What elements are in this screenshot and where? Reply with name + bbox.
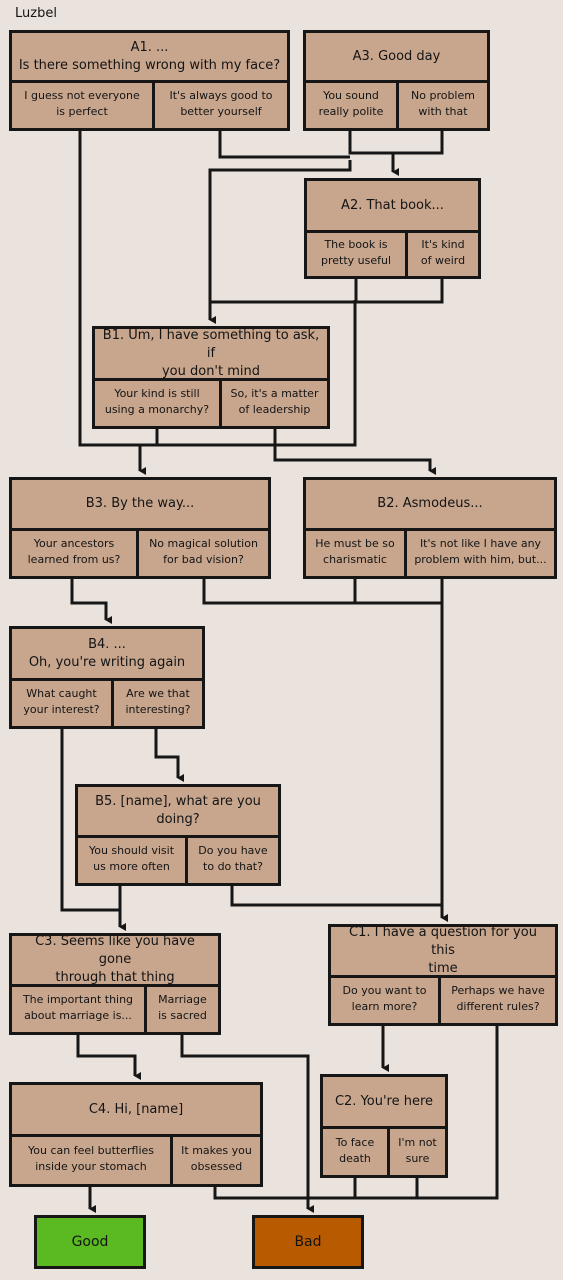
node-b3-option-2: No magical solution for bad vision? (149, 537, 258, 566)
node-a3: A3. Good day You sound really polite No … (303, 30, 490, 131)
node-b1-question: B1. Um, I have something to ask, if you … (95, 328, 327, 381)
node-a2: A2. That book... The book is pretty usef… (304, 178, 481, 279)
ending-bad: Bad (252, 1215, 364, 1269)
node-b5-option-2: Do you have to do that? (198, 844, 268, 873)
node-b4: B4. ... Oh, you're writing again What ca… (9, 626, 205, 729)
node-a2-option-2: It's kind of weird (420, 238, 466, 267)
node-c1-question: C1. I have a question for you this time (331, 925, 555, 978)
node-c4: C4. Hi, [name] You can feel butterflies … (9, 1082, 263, 1187)
node-a2-option-1: The book is pretty useful (307, 230, 408, 276)
node-c4-option-2: It makes you obsessed (181, 1144, 252, 1173)
node-a1-option-1: I guess not everyone is perfect (12, 80, 155, 128)
node-c4-question: C4. Hi, [name] (12, 1085, 260, 1137)
node-a3-option-2: No problem with that (411, 89, 475, 118)
node-b1: B1. Um, I have something to ask, if you … (92, 326, 330, 429)
node-c1: C1. I have a question for you this time … (328, 924, 558, 1026)
node-c2-option-1: To face death (323, 1126, 390, 1175)
node-a1-option-2: It's always good to better yourself (169, 89, 273, 118)
node-b1-option-1: Your kind is still using a monarchy? (95, 378, 222, 426)
node-b3-question: B3. By the way... (12, 480, 268, 531)
node-b5: B5. [name], what are you doing? You shou… (75, 784, 281, 886)
node-b2-option-1: He must be so charismatic (306, 528, 407, 576)
node-c2: C2. You're here To face death I'm not su… (320, 1074, 448, 1178)
node-b3-option-1: Your ancestors learned from us? (12, 528, 139, 576)
node-b4-option-1: What caught your interest? (12, 678, 114, 726)
node-a1-question: A1. ... Is there something wrong with my… (12, 33, 287, 83)
node-c2-option-2: I'm not sure (398, 1135, 437, 1165)
node-c4-option-1: You can feel butterflies inside your sto… (12, 1134, 173, 1184)
node-c3-option-1: The important thing about marriage is... (12, 984, 147, 1032)
chart-title: Luzbel (15, 6, 57, 21)
node-a2-question: A2. That book... (307, 181, 478, 233)
node-b2-option-2: It's not like I have any problem with hi… (414, 537, 547, 566)
node-b2: B2. Asmodeus... He must be so charismati… (303, 477, 557, 579)
node-b5-question: B5. [name], what are you doing? (78, 787, 278, 838)
node-c1-option-2: Perhaps we have different rules? (451, 984, 545, 1013)
node-b4-question: B4. ... Oh, you're writing again (12, 629, 202, 681)
node-b5-option-1: You should visit us more often (78, 835, 188, 883)
node-b3: B3. By the way... Your ancestors learned… (9, 477, 271, 579)
node-c3-option-2: Marriage is sacred (158, 993, 207, 1022)
node-a1: A1. ... Is there something wrong with my… (9, 30, 290, 131)
node-a3-option-1: You sound really polite (306, 80, 399, 128)
node-c3: C3. Seems like you have gone through tha… (9, 933, 221, 1035)
node-b1-option-2: So, it's a matter of leadership (230, 387, 319, 416)
node-b2-question: B2. Asmodeus... (306, 480, 554, 531)
node-a3-question: A3. Good day (306, 33, 487, 83)
node-c3-question: C3. Seems like you have gone through tha… (12, 934, 218, 987)
node-b4-option-2: Are we that interesting? (125, 687, 191, 716)
node-c1-option-1: Do you want to learn more? (331, 975, 441, 1023)
node-c2-question: C2. You're here (323, 1077, 445, 1129)
ending-good: Good (34, 1215, 146, 1269)
